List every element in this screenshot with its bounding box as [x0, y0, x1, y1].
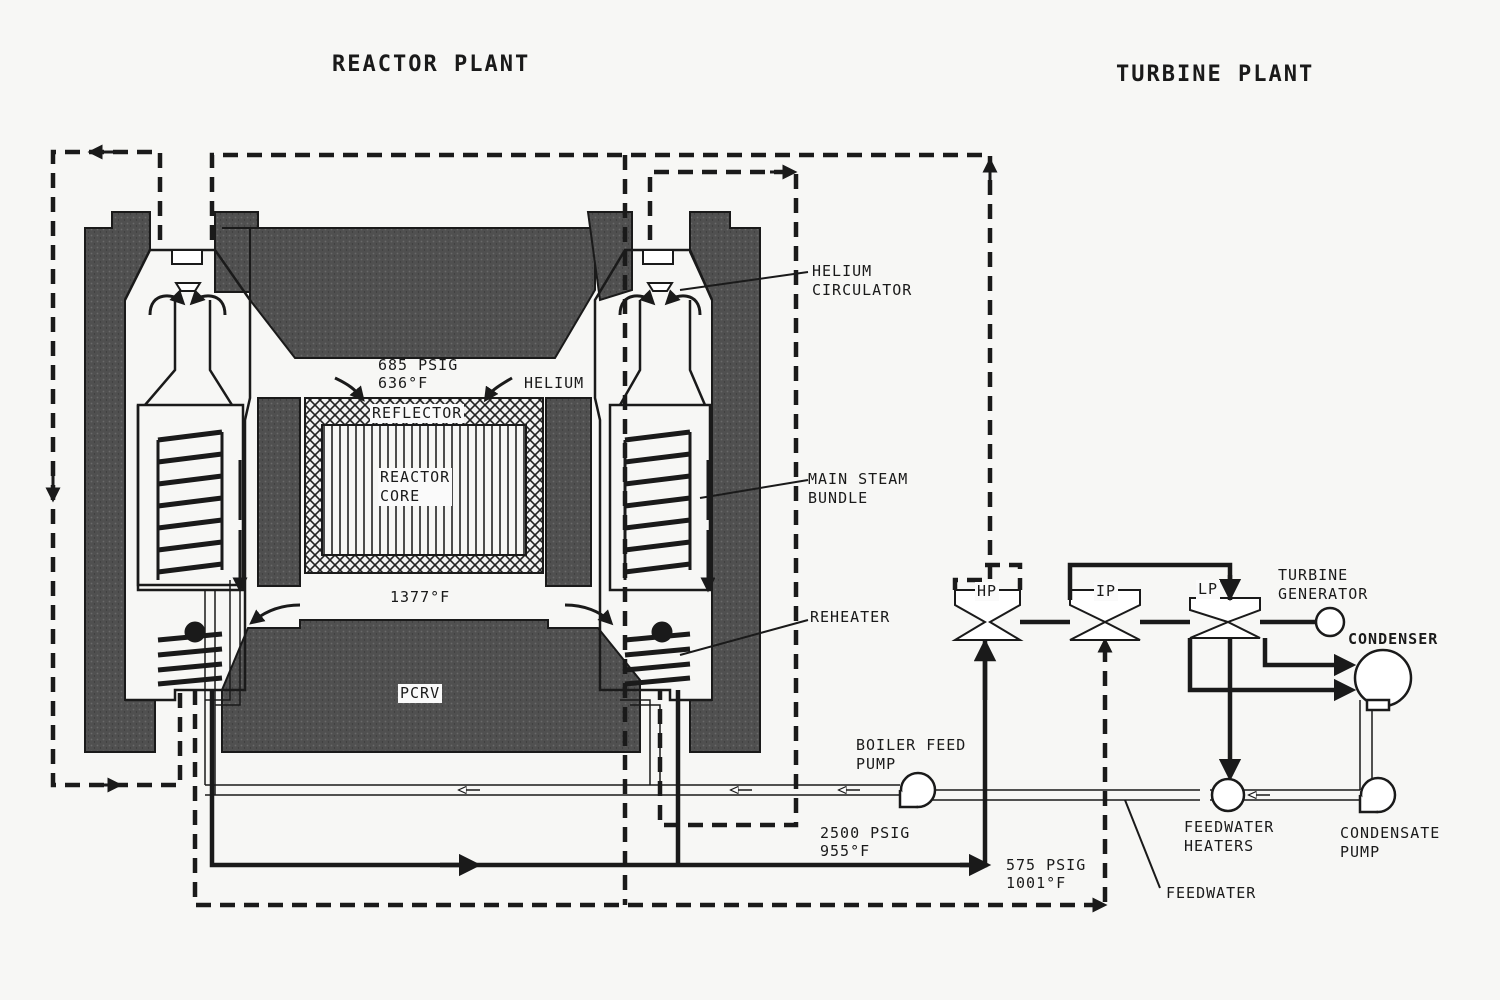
- steam-bundle-right: [623, 429, 708, 585]
- main-steam-bundle-label: MAIN STEAM BUNDLE: [808, 470, 909, 507]
- reheater-right: [624, 621, 691, 687]
- turbine-shaft-lines: [1020, 562, 1357, 782]
- feedwater-heater: [1210, 777, 1246, 813]
- lp-turbine: [1189, 597, 1261, 639]
- ip-turbine: [1069, 589, 1141, 641]
- reheat-temp-label: 1001°F: [1006, 874, 1067, 892]
- reactor-pressure-label: 685 PSIG: [378, 356, 459, 374]
- hp-label: HP: [975, 582, 1000, 601]
- feedwater-arrows: [462, 790, 1270, 795]
- pcrv-label: PCRV: [398, 684, 443, 703]
- steam-bundle-left: [156, 429, 240, 585]
- helium-circulator-left: [148, 249, 227, 316]
- lp-label: LP: [1196, 580, 1221, 599]
- reactor-plant-header: REACTOR PLANT: [332, 52, 531, 77]
- feedwater-label: FEEDWATER: [1166, 884, 1257, 902]
- boiler-feed-pump-label: BOILER FEED PUMP: [856, 736, 967, 773]
- reheater-label: REHEATER: [810, 608, 891, 626]
- condenser: [1353, 648, 1413, 712]
- reactor-outlet-temp-label: 1377°F: [390, 588, 451, 606]
- condenser-label: CONDENSER: [1348, 630, 1439, 648]
- helium-circulator-label: HELIUM CIRCULATOR: [812, 262, 913, 299]
- main-steam-lines: [209, 638, 997, 877]
- boiler-feed-pump: [898, 771, 937, 809]
- main-steam-pressure-label: 2500 PSIG: [820, 824, 911, 842]
- main-steam-temp-label: 955°F: [820, 842, 871, 860]
- reflector-label: REFLECTOR: [370, 404, 465, 423]
- condensate-pump-label: CONDENSATE PUMP: [1340, 824, 1441, 861]
- reactor-core-label: REACTOR CORE: [378, 468, 453, 506]
- feedwater-heaters-label: FEEDWATER HEATERS: [1184, 818, 1275, 855]
- reheater-left: [157, 621, 223, 687]
- reactor-inlet-temp-label: 636°F: [378, 374, 429, 392]
- turbine-plant-header: TURBINE PLANT: [1116, 62, 1315, 87]
- turbine-generator-label: TURBINE GENERATOR: [1278, 566, 1369, 603]
- helium-circulator-right: [618, 249, 702, 316]
- helium-flow-arrows: [249, 376, 614, 626]
- ip-label: IP: [1094, 582, 1119, 601]
- helium-label: HELIUM: [524, 374, 585, 392]
- reheat-pressure-label: 575 PSIG: [1006, 856, 1087, 874]
- dashed-loop-arrows: [45, 144, 1113, 913]
- feedwater-lines: [204, 575, 1373, 801]
- turbine-generator: [1314, 606, 1346, 638]
- condensate-pump: [1358, 776, 1397, 814]
- hp-turbine: [951, 589, 1024, 641]
